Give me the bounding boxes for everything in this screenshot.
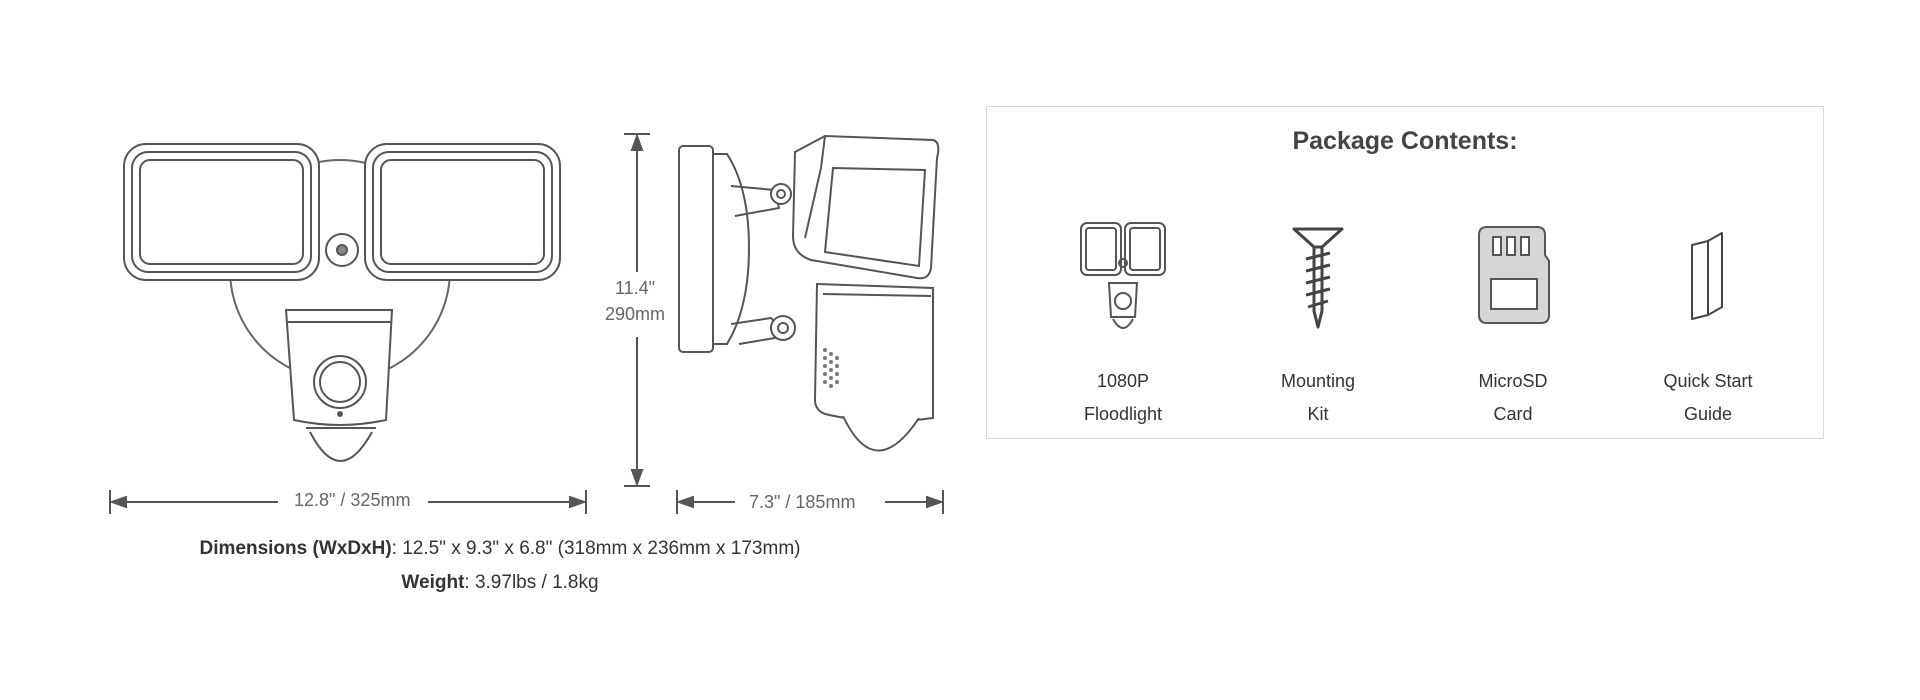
dimensions-label: Dimensions (WxDxH): [199, 538, 392, 559]
floodlight-side-view-drawing: [678, 134, 940, 452]
dimensions-spec: Dimensions (WxDxH): 12.5" x 9.3" x 6.8" …: [0, 538, 1000, 560]
width-dimension-line: [109, 490, 587, 514]
weight-value: : 3.97lbs / 1.8kg: [464, 572, 599, 593]
floodlight-label-line1: 1080P: [1096, 371, 1150, 391]
guide-label-line1: Quick Start: [1663, 371, 1753, 391]
mounting-label-line2: Kit: [1307, 404, 1329, 424]
height-label-mm: 290mm: [605, 304, 666, 324]
microsd-label-line2: Card: [1493, 404, 1533, 424]
height-dimension-line: [624, 133, 650, 487]
package-item-floodlight: 1080P Floodlight: [1043, 215, 1203, 431]
depth-dimension-label: 7.3" / 185mm: [749, 492, 856, 512]
floodlight-front-view-drawing: [123, 143, 561, 462]
floodlight-label-line2: Floodlight: [1083, 404, 1163, 424]
package-item-quick-start-guide: Quick Start Guide: [1628, 215, 1788, 431]
microsd-icon: [1478, 226, 1550, 324]
package-contents-box: Package Contents: 1080P Floodlight: [986, 106, 1824, 439]
guide-label-line2: Guide: [1683, 404, 1733, 424]
depth-dimension-line: [676, 490, 944, 514]
package-contents-title: Package Contents:: [1292, 127, 1518, 155]
height-dimension-label: 11.4" 290mm: [605, 275, 665, 327]
weight-label: Weight: [401, 572, 465, 593]
microsd-label-line1: MicroSD: [1478, 371, 1548, 391]
screw-icon: [1292, 227, 1344, 329]
package-item-mounting-kit: Mounting Kit: [1238, 215, 1398, 431]
floodlight-icon: [1080, 222, 1166, 329]
weight-spec: Weight: 3.97lbs / 1.8kg: [0, 572, 1000, 594]
mounting-label-line1: Mounting: [1280, 371, 1356, 391]
dimensions-value: : 12.5" x 9.3" x 6.8" (318mm x 236mm x 1…: [391, 538, 801, 559]
package-item-microsd: MicroSD Card: [1433, 215, 1593, 431]
guide-icon: [1691, 232, 1723, 320]
width-dimension-label: 12.8" / 325mm: [294, 490, 411, 510]
height-label-inches: 11.4": [614, 278, 656, 298]
